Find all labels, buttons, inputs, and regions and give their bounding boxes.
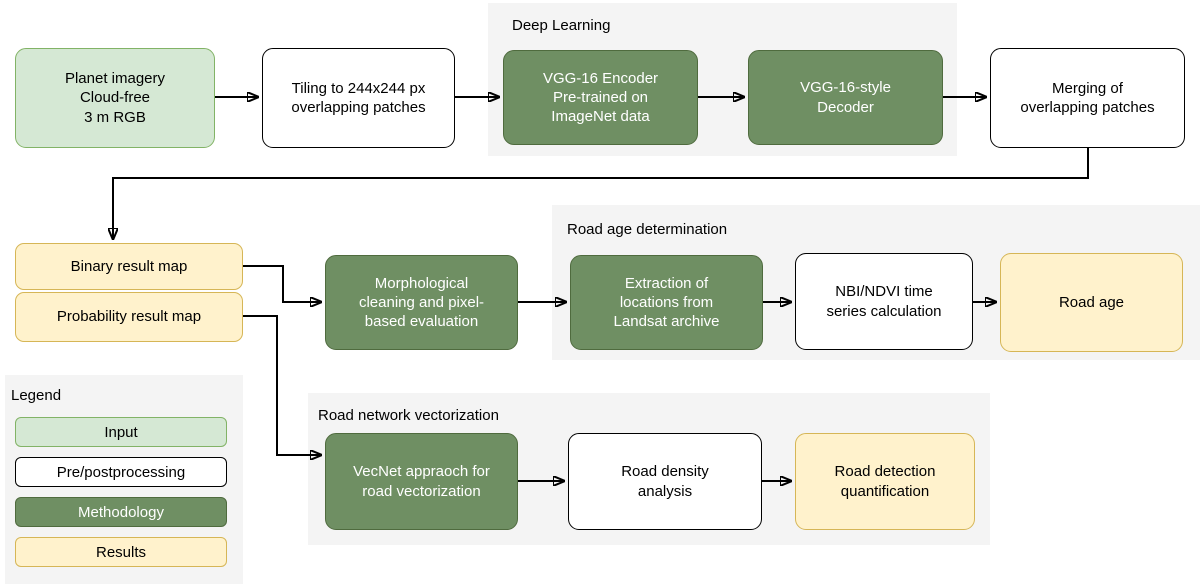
node-merging-patches: Merging of overlapping patches: [990, 48, 1185, 148]
node-label: Road age: [1058, 293, 1125, 311]
node-label: Planet imagery Cloud-free 3 m RGB: [64, 70, 166, 126]
node-probability-result-map: Probability result map: [15, 292, 243, 342]
section-title-deep-learning: Deep Learning: [512, 17, 611, 34]
node-label: NBI/NDVI time series calculation: [826, 283, 942, 320]
node-label: Tiling to 244x244 px overlapping patches: [291, 79, 426, 116]
legend-item-methodology: Methodology: [15, 497, 227, 527]
legend-item-prepostprocessing: Pre/postprocessing: [15, 457, 227, 487]
node-label: VGG-16-style Decoder: [800, 79, 891, 116]
node-landsat-extraction: Extraction of locations from Landsat arc…: [570, 255, 763, 350]
node-label: VGG-16 Encoder Pre-trained on ImageNet d…: [542, 69, 659, 126]
legend-title: Legend: [11, 387, 62, 404]
node-binary-result-map: Binary result map: [15, 243, 243, 290]
node-label: Morphological cleaning and pixel- based …: [358, 274, 485, 331]
node-planet-imagery: Planet imagery Cloud-free 3 m RGB: [15, 48, 215, 148]
node-label: Road density analysis: [621, 463, 709, 500]
connector-merging-to-binary: [113, 148, 1089, 239]
node-morphological-cleaning: Morphological cleaning and pixel- based …: [325, 255, 518, 350]
node-tiling: Tiling to 244x244 px overlapping patches: [262, 48, 455, 148]
legend-item-label: Input: [104, 423, 138, 441]
connector-probability-to-vecnet: [243, 315, 321, 455]
node-vecnet-vectorization: VecNet appraoch for road vectorization: [325, 433, 518, 530]
node-vgg16-encoder: VGG-16 Encoder Pre-trained on ImageNet d…: [503, 50, 698, 145]
node-label: Merging of overlapping patches: [1020, 79, 1155, 116]
section-title-road-age: Road age determination: [567, 221, 728, 238]
node-label: VecNet appraoch for road vectorization: [353, 463, 490, 500]
node-road-age: Road age: [1000, 253, 1183, 352]
section-title-road-network: Road network vectorization: [318, 407, 499, 424]
legend-item-label: Pre/postprocessing: [56, 463, 186, 481]
node-vgg16-decoder: VGG-16-style Decoder: [748, 50, 943, 145]
node-nbi-ndvi-time-series: NBI/NDVI time series calculation: [795, 253, 973, 350]
node-road-density-analysis: Road density analysis: [568, 433, 762, 530]
node-label: Road detection quantification: [834, 463, 936, 500]
legend-item-results: Results: [15, 537, 227, 567]
connector-binary-to-morphological: [243, 265, 321, 302]
node-road-detection-quantification: Road detection quantification: [795, 433, 975, 530]
node-label: Binary result map: [70, 257, 188, 275]
node-label: Probability result map: [56, 308, 202, 326]
legend-item-input: Input: [15, 417, 227, 447]
node-label: Extraction of locations from Landsat arc…: [613, 274, 720, 331]
legend-item-label: Methodology: [78, 503, 164, 521]
legend-item-label: Results: [95, 543, 147, 561]
